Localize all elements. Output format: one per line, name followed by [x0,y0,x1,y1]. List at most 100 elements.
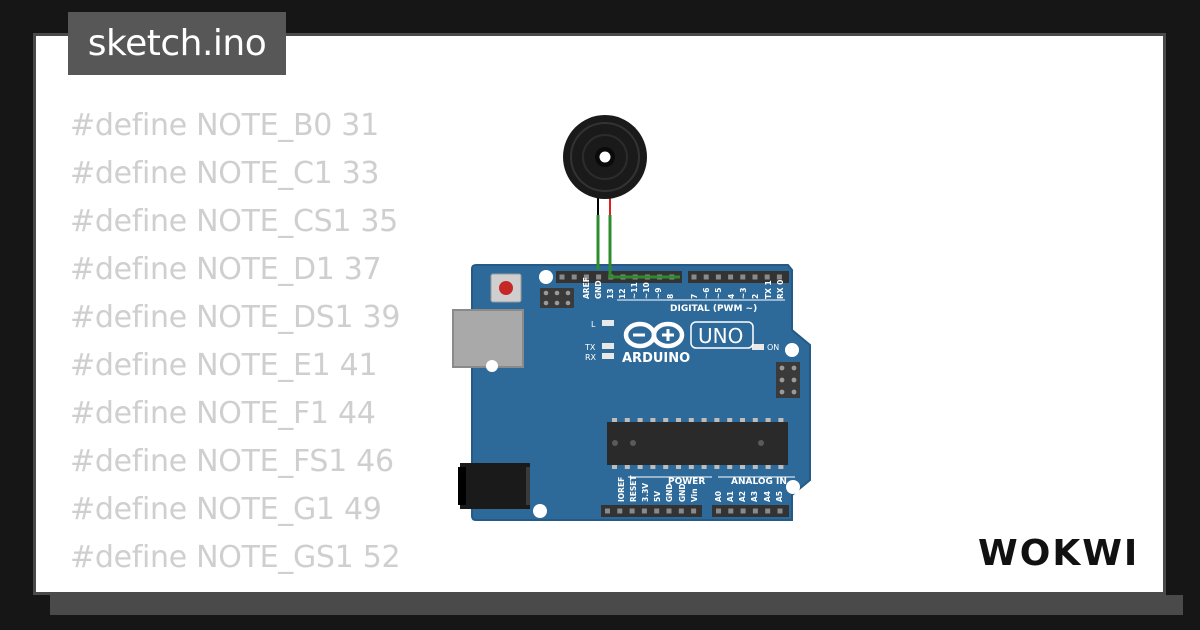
tx-led [602,343,614,349]
arduino-logo [623,321,685,349]
wokwi-logo-text: WOKWI [978,533,1139,574]
chip-pin [765,418,771,422]
code-line: #define NOTE_DS1 39 [70,300,401,335]
wires [596,215,680,279]
reset-button[interactable] [490,273,522,303]
icsp-header-right [776,362,800,398]
header-pin [583,274,589,280]
on-led [752,344,764,350]
power-header-label: POWER [668,477,705,487]
chip-pin [714,418,720,422]
pin-label: ~10 [642,282,651,299]
l-led-label: L [591,320,596,329]
pin-label: 8 [666,294,675,299]
chip-pin [727,465,733,469]
code-line: #define NOTE_CS1 35 [70,204,398,239]
on-led-label: ON [767,343,779,352]
code-line: #define NOTE_A1 55 [70,582,400,592]
l-led [602,320,614,326]
pin-label: RESET [629,475,638,502]
chip-pin [637,465,643,469]
wire-signal [608,215,680,279]
header-pin [617,508,623,514]
header-pin [703,274,709,280]
pin-label: Vin [690,488,699,502]
pin-label: IOREF [617,477,626,502]
chip-pin [701,418,707,422]
header-pin [559,274,565,280]
chip-pin [624,418,630,422]
pin-label: ~11 [630,282,639,299]
uno-label: UNO [698,324,743,348]
wokwi-logo: WOKWI [978,533,1139,574]
power-jack [458,463,530,509]
pin-label: ~3 [739,287,748,299]
pin-label: A5 [775,491,784,502]
chip-pin [663,418,669,422]
header-pin [777,508,783,514]
pin-label: 3.3V [641,483,650,502]
chip-pin [676,418,681,422]
pin-label: 12 [618,289,627,299]
header-pin [666,508,672,514]
chip-pin [752,418,758,422]
header-pin [678,508,684,514]
icsp-header [540,288,574,308]
pin-label: GND [665,483,674,502]
chip-pin [612,418,617,422]
header-pin [641,508,647,514]
header-pin [740,508,746,514]
header-pin [740,274,746,280]
chip-pin [637,418,643,422]
power-header [601,505,702,517]
analog-header-label: ANALOG IN [731,477,787,487]
pin-label: A4 [763,491,772,502]
header-pin [596,274,602,280]
pin-label: A0 [714,491,723,502]
piezo-buzzer[interactable] [563,115,647,199]
chip-pin [676,465,681,469]
chip-pin [650,465,656,469]
chip-pin [663,465,669,469]
header-pin [691,508,697,514]
chip-pin [688,465,694,469]
pin-label: 2 [751,294,760,299]
code-line: #define NOTE_GS1 52 [70,540,401,575]
pin-label: 7 [690,294,699,299]
pin-label: A2 [738,491,747,502]
chip-pin [714,465,720,469]
pin-label: ~6 [702,287,711,299]
header-pin [728,274,734,280]
atmega-chip [607,418,788,469]
rx-led-label: RX [585,353,597,362]
header-pin [752,274,758,280]
header-pin [691,274,697,280]
header-pin [752,508,758,514]
code-editor: #define NOTE_B0 31#define NOTE_C1 33#def… [70,102,401,592]
header-pin [715,274,721,280]
header-pin [605,508,610,514]
code-line: #define NOTE_E1 41 [70,348,378,383]
digital-header-label: DIGITAL (PWM ~) [670,304,757,314]
file-tab[interactable]: sketch.ino [68,12,286,75]
pin-label: 5V [653,491,662,502]
chip-pin [778,418,784,422]
pin-label: RX 0 [776,280,785,299]
header-pin [654,508,660,514]
chip-pin [740,465,745,469]
arduino-brand: ARDUINO [622,351,690,366]
pin-label: TX 1 [764,280,773,299]
code-line: #define NOTE_F1 44 [70,396,376,431]
usb-port [452,309,524,368]
code-line: #define NOTE_FS1 46 [70,444,394,479]
chip-pin [688,418,694,422]
mounting-hole [785,343,799,357]
pin-label: AREF [582,277,591,299]
pin-label: 13 [606,289,615,299]
header-pin [728,508,734,514]
pin-label: A1 [726,491,735,502]
pin-label: 4 [727,294,736,299]
chip-pin [765,465,771,469]
